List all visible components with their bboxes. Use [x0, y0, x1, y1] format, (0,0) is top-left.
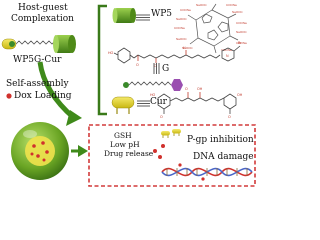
g-glyph-icon	[123, 79, 183, 91]
svg-text:O: O	[228, 115, 231, 119]
svg-text:COONa: COONa	[236, 21, 247, 25]
complex-label: WP5G-Cur	[13, 55, 62, 65]
svg-text:Br: Br	[238, 41, 242, 45]
svg-text:NaOOC: NaOOC	[196, 3, 208, 7]
released-drug-glyphs	[153, 129, 181, 159]
wp5-label: WP5	[151, 9, 173, 19]
wp5g-cur-complex-glyph	[1, 35, 76, 53]
assembly-arrow	[37, 61, 82, 126]
g-structure-labels: HO O O H N Br	[108, 41, 242, 68]
svg-text:NaOOC: NaOOC	[232, 10, 244, 14]
nanoparticle-sphere	[11, 122, 69, 180]
svg-text:COONa: COONa	[221, 48, 232, 52]
svg-text:NaOOC: NaOOC	[176, 17, 188, 21]
dna-helix-icon	[161, 163, 253, 181]
svg-text:NaOOC: NaOOC	[176, 37, 188, 41]
svg-text:N: N	[226, 54, 229, 58]
wp5-structure	[187, 3, 239, 54]
dox-dot-icon	[6, 93, 12, 99]
svg-text:H: H	[183, 46, 186, 50]
svg-text:HO: HO	[108, 51, 114, 55]
cur-structure	[157, 92, 237, 114]
wp5-structure-labels: NaOOC COONa NaOOC COONa NaOOC COONa COON…	[174, 3, 248, 52]
svg-text:O: O	[154, 64, 157, 68]
host-guest-heading-line2: Complexation	[11, 14, 74, 24]
pgp-inhibition-label: P-gp inhibition	[187, 135, 254, 145]
svg-text:O: O	[185, 87, 188, 91]
cur-glyph-icon	[111, 96, 135, 114]
svg-text:COONa: COONa	[174, 26, 185, 30]
svg-text:HO: HO	[150, 93, 156, 97]
g-label: G	[162, 64, 170, 74]
svg-text:COONa: COONa	[236, 41, 247, 45]
self-assembly-label: Self-assembly	[6, 79, 69, 89]
svg-text:NaOOC: NaOOC	[236, 30, 248, 34]
drug-release-label: Drug release	[104, 149, 154, 158]
effects-box	[88, 124, 256, 187]
release-arrow	[71, 145, 88, 157]
dox-loading-label: Dox Loading	[14, 91, 72, 101]
host-guest-heading-line1: Host-guest	[18, 3, 68, 13]
svg-text:O: O	[160, 115, 163, 119]
component-bracket	[97, 4, 107, 116]
cur-label: Cur	[150, 97, 167, 107]
svg-text:NaOOC: NaOOC	[182, 46, 194, 50]
cur-structure-labels: HO O O OH O OH	[150, 87, 243, 119]
svg-text:COONa: COONa	[226, 3, 237, 7]
svg-text:OH: OH	[237, 93, 243, 97]
g-structure	[113, 45, 241, 64]
svg-text:COONa: COONa	[180, 8, 191, 12]
scheme-artwork: NaOOC COONa NaOOC COONa NaOOC COONa COON…	[1, 3, 256, 187]
dna-damage-label: DNA damage	[193, 152, 254, 162]
wp5-glyph-icon	[112, 8, 136, 23]
gsh-label: GSH	[114, 131, 132, 140]
svg-text:OH: OH	[197, 87, 203, 91]
svg-text:O: O	[136, 63, 139, 67]
low-ph-label: Low pH	[110, 140, 140, 149]
scheme-figure: NaOOC COONa NaOOC COONa NaOOC COONa COON…	[1, 3, 256, 187]
